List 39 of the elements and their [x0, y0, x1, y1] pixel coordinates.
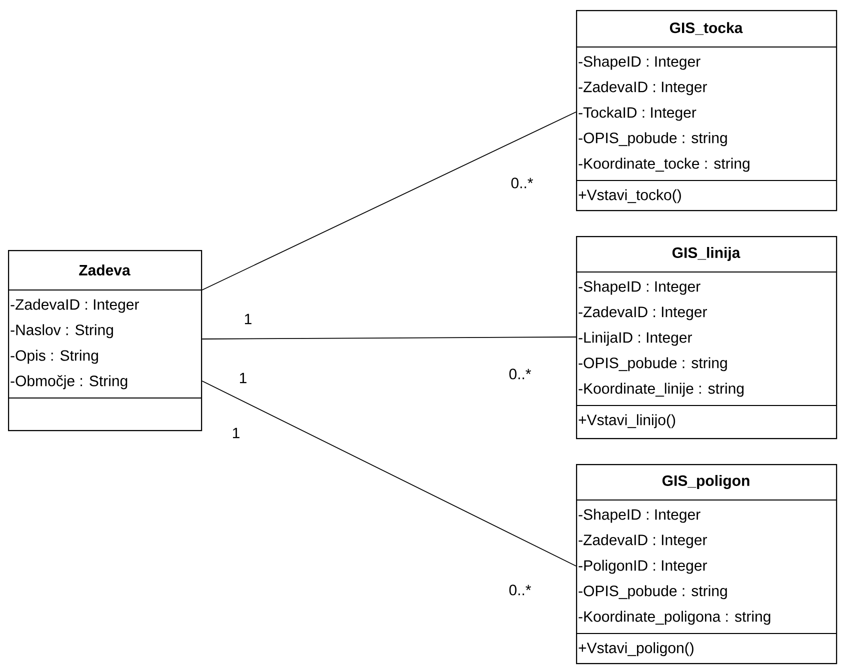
- attribute-text: -Naslov : String: [10, 324, 113, 338]
- method-text: +Vstavi_linijo(): [578, 414, 676, 428]
- association-line: [202, 112, 576, 290]
- attribute-text: -Območje : String: [10, 375, 128, 390]
- attribute-text: -ZadevaID : Integer: [578, 81, 707, 96]
- attribute-text: -LinijaID : Integer: [578, 332, 692, 346]
- class-name: GIS_poligon: [662, 474, 750, 490]
- class-name: Zadeva: [79, 264, 130, 276]
- multiplicity-label: 1: [244, 314, 252, 324]
- class-name: GIS_tocka: [670, 22, 743, 35]
- class-box: [576, 10, 838, 212]
- attribute-text: -Koordinate_poligona : string: [578, 610, 770, 625]
- multiplicity-label: 0..*: [509, 368, 532, 380]
- multiplicity-label: 1: [240, 372, 246, 384]
- multiplicity-label: 0..*: [509, 584, 532, 596]
- attribute-text: -ZadevaID : Integer: [10, 298, 139, 313]
- attribute-text: -Koordinate_tocke : string: [578, 158, 750, 172]
- association-line: [202, 336, 576, 340]
- method-text: +Vstavi_tocko(): [578, 189, 681, 204]
- attribute-text: -ShapeID : Integer: [578, 280, 700, 295]
- attribute-text: -ZadevaID : Integer: [578, 306, 707, 320]
- class-name: GIS_linija: [672, 247, 740, 261]
- method-text: +Vstavi_poligon(): [578, 642, 694, 656]
- attribute-text: -OPIS_pobude : string: [578, 585, 727, 600]
- attribute-text: -OPIS_pobude : string: [578, 132, 727, 146]
- attribute-text: -Koordinate_linije : string: [578, 382, 744, 397]
- class-box: [576, 464, 838, 664]
- class-box: [8, 250, 202, 432]
- attribute-text: -Opis : String: [10, 350, 98, 364]
- multiplicity-label: 1: [232, 428, 240, 438]
- attribute-text: -TockaID : Integer: [578, 106, 696, 121]
- multiplicity-label: 0..*: [511, 178, 534, 188]
- attribute-text: -ShapeID : Integer: [578, 508, 700, 523]
- class-box: [576, 236, 838, 440]
- attribute-text: -OPIS_pobude : string: [578, 357, 727, 372]
- attribute-text: -PoligonID : Integer: [578, 560, 707, 574]
- attribute-text: -ShapeID : Integer: [578, 56, 700, 70]
- attribute-text: -ZadevaID : Integer: [578, 534, 707, 548]
- association-line: [202, 380, 576, 566]
